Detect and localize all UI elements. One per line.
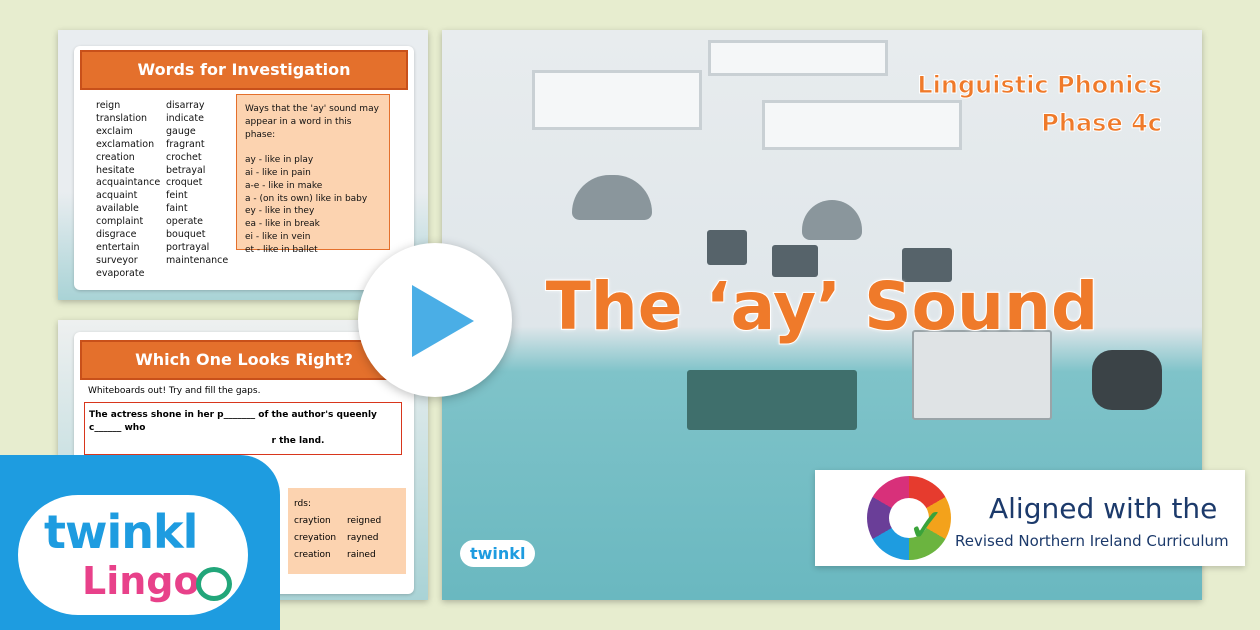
options-label: rds: [294, 499, 311, 509]
curriculum-aligned-banner: ✓ Aligned with the Revised Northern Irel… [815, 470, 1245, 566]
list-item: betrayal [166, 164, 206, 176]
instruction: Whiteboards out! Try and fill the gaps. [88, 386, 261, 396]
play-button[interactable] [358, 243, 512, 397]
list-item: fragrant [166, 138, 205, 150]
list-item: ea - like in break [245, 219, 320, 230]
subtitle-line-2: Phase 4c [1041, 109, 1163, 138]
list-item: disgrace [96, 229, 137, 241]
list-item: maintenance [166, 254, 229, 266]
list-item: translation [96, 112, 148, 124]
operating-table [687, 370, 857, 430]
list-item: operate [166, 216, 203, 228]
list-item: a-e - like in make [245, 180, 323, 191]
list-item: croquet [166, 177, 203, 189]
chair [1092, 350, 1162, 410]
list-item: ay - like in play [245, 155, 314, 166]
twinkl-logo: twinkl [44, 505, 198, 559]
monitor [902, 248, 952, 282]
option-row: creyation rayned [294, 530, 400, 547]
list-item: complaint [96, 216, 144, 228]
list-item: entertain [96, 241, 140, 253]
list-item: ei - like in vein [245, 231, 311, 242]
list-item: reign [96, 100, 121, 111]
option-row: craytion reigned [294, 513, 400, 530]
ways-box: Ways that the 'ay' sound may appear in a… [236, 94, 390, 255]
ways-intro: Ways that the 'ay' sound may appear in a… [245, 104, 379, 140]
list-item: indicate [166, 112, 204, 124]
lingo-logo: Lingo [82, 559, 200, 603]
list-item: et - like in ballet [245, 244, 318, 255]
option-word: rayned [347, 533, 379, 543]
list-item: exclamation [96, 138, 155, 150]
list-item: bouquet [166, 229, 206, 241]
option-word: creyation [294, 533, 337, 543]
list-item: faint [166, 203, 188, 215]
list-item: evaporate [96, 267, 145, 279]
option-word: craytion [294, 516, 331, 526]
option-word: creation [294, 550, 331, 560]
list-item: surveyor [96, 254, 138, 266]
surgical-lamp [572, 175, 652, 220]
list-item: acquaintance [96, 177, 161, 189]
option-word: reigned [347, 516, 382, 526]
aligned-line-2: Revised Northern Ireland Curriculum [955, 532, 1229, 550]
slide-title: Which One Looks Right? [80, 340, 408, 380]
list-item: hesitate [96, 164, 135, 176]
slide-title: Words for Investigation [80, 50, 408, 90]
slide-title: The ‘ay’ Sound [545, 267, 1100, 346]
list-item: exclaim [96, 125, 133, 137]
list-item: crochet [166, 151, 202, 163]
subtitle-line-1: Linguistic Phonics [917, 71, 1163, 100]
monitor [707, 230, 747, 265]
ceiling-light [762, 100, 962, 150]
ceiling-light [532, 70, 702, 130]
ceiling-light [708, 40, 888, 76]
sentence-cont: r the land. [271, 436, 325, 446]
list-item: acquaint [96, 190, 138, 202]
list-item: a - (on its own) like in baby [245, 193, 368, 204]
twinkl-lingo-brand-panel: twinkl Lingo [0, 455, 280, 630]
surgical-lamp [802, 200, 862, 240]
speech-bubble-icon [196, 567, 232, 601]
sentence: The actress shone in her p_______ of the… [89, 410, 377, 433]
list-item: creation [96, 151, 135, 163]
option-row: creation rained [294, 547, 400, 564]
list-item: portrayal [166, 241, 210, 253]
checkmark-icon: ✓ [907, 498, 946, 552]
cabinet [912, 330, 1052, 420]
twinkl-logo: twinkl [460, 540, 536, 567]
list-item: disarray [166, 100, 205, 111]
option-word: rained [347, 550, 376, 560]
monitor [772, 245, 818, 277]
aperture-logo-icon: ✓ [867, 476, 951, 560]
list-item: ai - like in pain [245, 167, 311, 178]
list-item: available [96, 203, 139, 215]
list-item: gauge [166, 125, 196, 137]
list-item: feint [166, 190, 188, 202]
sentence-box: The actress shone in her p_______ of the… [84, 402, 402, 455]
options-box: rds: craytion reigned creyation rayned creat… [288, 488, 406, 574]
list-item: ey - like in they [245, 206, 315, 217]
aligned-line-1: Aligned with the [989, 492, 1218, 525]
